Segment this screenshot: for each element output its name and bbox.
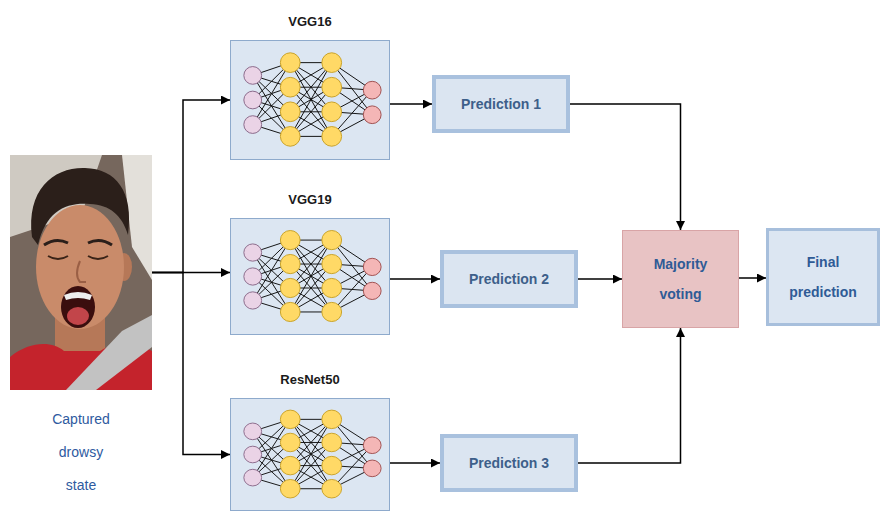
face: [36, 205, 124, 329]
hair: [31, 168, 129, 245]
text-column: Majority voting: [631, 249, 730, 309]
arrow-connector: [152, 273, 230, 455]
prediction-box: Prediction 1: [432, 75, 570, 133]
text-column: Prediction 1: [461, 95, 541, 113]
neural-net-icon: [231, 41, 389, 159]
arrow-connector: [152, 100, 230, 273]
image-caption: Captured drowsy state: [10, 403, 152, 502]
box-label: Final prediction: [777, 247, 869, 307]
open-mouth: [61, 286, 95, 328]
model-name: VGG19: [231, 191, 389, 209]
network-box: VGG19: [230, 218, 390, 335]
text-column: Prediction 3: [469, 454, 549, 472]
teeth: [64, 292, 92, 300]
model-name: ResNet50: [231, 371, 389, 389]
nose: [77, 261, 86, 282]
closed-eyes: [48, 256, 108, 259]
neural-net-icon: [231, 399, 389, 510]
box-label: Majority voting: [631, 249, 730, 309]
prediction-box: Prediction 2: [440, 250, 578, 308]
result-box: Final prediction: [766, 228, 880, 326]
caption-wrap: Captured drowsy state: [42, 403, 120, 502]
box-label: Prediction 3: [469, 454, 549, 472]
arrow-connector: [390, 278, 440, 280]
box-label: Prediction 1: [461, 95, 541, 113]
voting-box: Majority voting: [622, 230, 739, 328]
text-column: Prediction 2: [469, 270, 549, 288]
eyebrows: [44, 240, 112, 245]
neural-net-icon: [231, 219, 389, 334]
arrow-connector: [570, 104, 681, 230]
arrow-connector: [390, 462, 440, 464]
photo-node: Captured drowsy state: [10, 155, 152, 504]
arrow-connector: [390, 103, 432, 105]
arrow-connector: [739, 277, 766, 279]
text-column: Final prediction: [777, 247, 869, 307]
arrow-connector: [578, 328, 681, 463]
arrow-connector: [578, 278, 622, 280]
network-box: VGG16: [230, 40, 390, 160]
prediction-box: Prediction 3: [440, 434, 578, 492]
model-name: VGG16: [231, 13, 389, 31]
box-label: Prediction 2: [469, 270, 549, 288]
network-box: ResNet50: [230, 398, 390, 511]
tongue: [67, 307, 89, 325]
driver-photo: [10, 155, 152, 390]
car-interior: [10, 155, 152, 390]
